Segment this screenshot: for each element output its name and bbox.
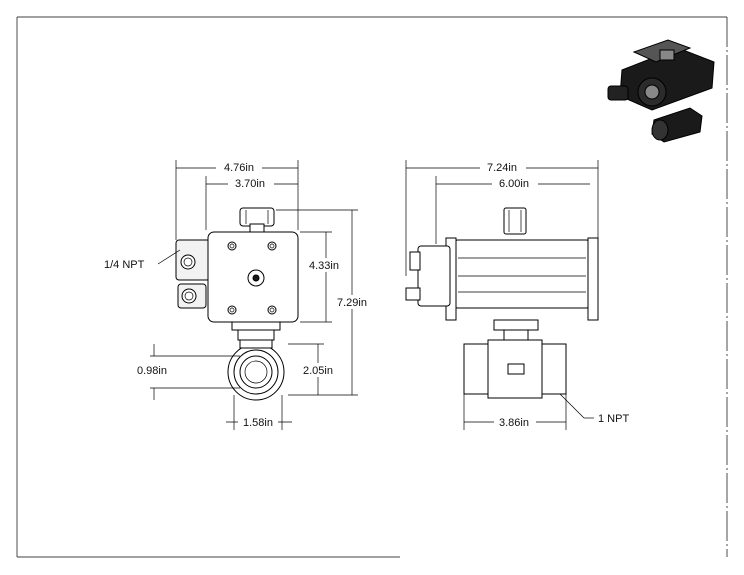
- dim-body-width: 1.58in: [243, 417, 273, 429]
- callout-pipe: 1 NPT: [598, 413, 629, 425]
- side-dimension-labels: 7.24in 6.00in 3.86in 1 NPT: [480, 160, 629, 429]
- dim-side-overall-width: 7.24in: [487, 162, 517, 174]
- front-view: [175, 207, 299, 401]
- dim-side-body-length: 3.86in: [499, 417, 529, 429]
- dim-side-actuator-length: 6.00in: [499, 178, 529, 190]
- dim-body-height: 2.05in: [303, 365, 333, 377]
- isometric-thumbnail: [607, 39, 715, 143]
- dim-overall-width: 4.76in: [224, 162, 254, 174]
- dim-port-diameter: 0.98in: [137, 365, 167, 377]
- dim-actuator-width: 3.70in: [235, 178, 265, 190]
- callout-port: 1/4 NPT: [104, 259, 145, 271]
- dim-overall-height: 7.29in: [337, 297, 367, 309]
- front-dimension-labels: 4.76in 3.70in 4.33in 7.29in 2.05in 0.98i…: [104, 160, 374, 429]
- side-view: [405, 207, 599, 399]
- sheet-border: [16, 16, 728, 558]
- dim-actuator-height: 4.33in: [309, 260, 339, 272]
